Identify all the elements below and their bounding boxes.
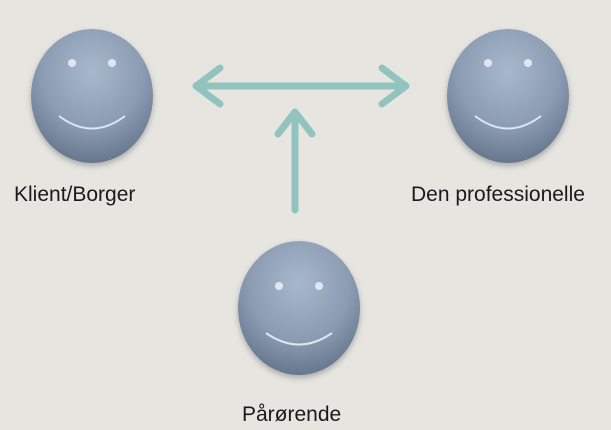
person-label-professional: Den professionelle: [411, 183, 585, 206]
smiley-face-icon: [447, 29, 569, 163]
person-label-parorende: Pårørende: [242, 403, 342, 426]
arrow-vertical-up: [274, 108, 316, 214]
smiley-face-icon: [238, 241, 360, 375]
person-label-klient: Klient/Borger: [14, 183, 136, 206]
arrow-horizontal-bidirectional: [192, 64, 410, 108]
smiley-face-icon: [31, 29, 153, 163]
